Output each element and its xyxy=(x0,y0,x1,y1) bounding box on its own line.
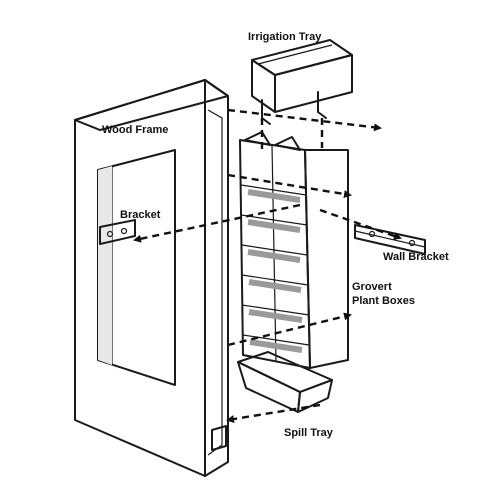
label-plant-boxes: Plant Boxes xyxy=(352,295,415,307)
arrow-frame-to-boxes-bottom xyxy=(227,312,352,347)
arrow-boxes-to-bracket xyxy=(133,203,301,243)
wood-frame-foot xyxy=(211,425,227,451)
assembly-arrows xyxy=(133,108,402,423)
label-wall-bracket: Wall Bracket xyxy=(383,251,449,263)
irrigation-tray-front xyxy=(251,59,276,113)
wall-bracket-hole-2 xyxy=(408,239,416,247)
bracket-hole-2 xyxy=(120,227,128,235)
plant-boxes-shelves xyxy=(240,184,310,346)
label-spill-tray: Spill Tray xyxy=(284,427,334,439)
arrow-boxes-to-wall-bracket xyxy=(319,208,402,240)
label-grovert: Grovert xyxy=(352,281,392,293)
wood-frame-face xyxy=(74,79,206,477)
wall-bracket-hole-1 xyxy=(368,230,376,238)
wall-bracket-edge xyxy=(354,230,426,248)
spill-tray xyxy=(237,351,333,413)
spill-tray-side xyxy=(297,379,333,413)
arrow-frame-to-boxes-top xyxy=(227,173,352,198)
spill-tray-front xyxy=(237,361,301,413)
wood-frame-opening-shadow xyxy=(98,166,112,365)
label-bracket: Bracket xyxy=(120,209,161,221)
grovert-plant-boxes xyxy=(239,131,349,369)
wood-frame-opening-inner xyxy=(111,149,176,365)
arrow-tray-to-right xyxy=(227,108,382,132)
plant-boxes-top-cutouts xyxy=(244,131,301,151)
wall-bracket xyxy=(354,224,426,255)
bracket-hole-1 xyxy=(106,230,114,238)
plant-boxes-side xyxy=(304,149,349,369)
arrow-spill-tray-to-frame xyxy=(226,403,321,423)
irrigation-tray-rim xyxy=(257,44,333,65)
irrigation-tray-hook-right xyxy=(317,91,327,119)
irrigation-tray xyxy=(251,39,353,125)
wood-frame xyxy=(74,79,229,477)
plant-boxes-shelf-shadows xyxy=(247,189,303,353)
label-irrigation-tray: Irrigation Tray xyxy=(248,31,322,43)
wood-frame-inner-rail xyxy=(207,109,223,456)
wood-frame-side xyxy=(204,79,229,477)
irrigation-tray-side xyxy=(274,54,353,113)
label-wood-frame: Wood Frame xyxy=(102,124,168,136)
